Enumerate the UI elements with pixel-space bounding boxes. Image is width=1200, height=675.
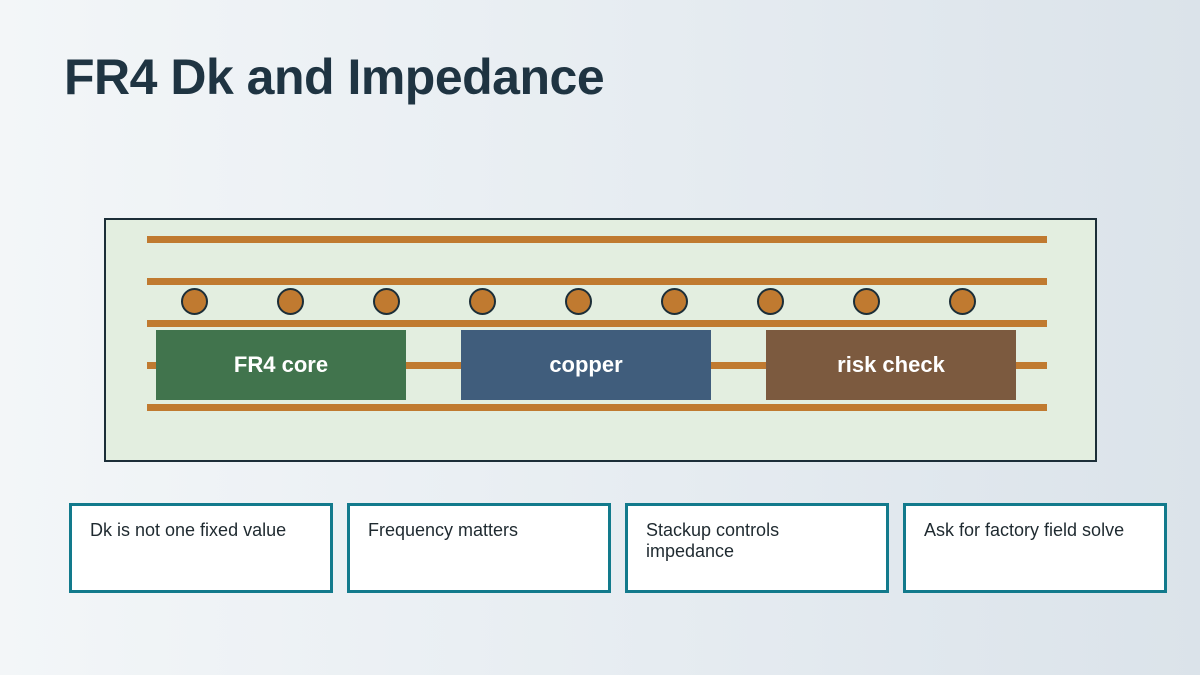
via-icon [757,288,784,315]
copper-trace [147,320,1047,327]
via-icon [565,288,592,315]
info-card: Dk is not one fixed value [69,503,333,593]
block-label: risk check [837,352,945,377]
info-card: Stackup controls impedance [625,503,889,593]
card-text: Stackup controls impedance [646,520,780,561]
via-icon [661,288,688,315]
block-copper: copper [461,330,711,400]
card-text: Frequency matters [368,520,519,540]
card-text: Dk is not one fixed value [90,520,287,540]
via-icon [469,288,496,315]
info-card: Frequency matters [347,503,611,593]
pcb-stackup-diagram: FR4 core copper risk check [104,218,1097,462]
page-title: FR4 Dk and Impedance [64,49,605,105]
via-icon [373,288,400,315]
block-risk-check: risk check [766,330,1016,400]
copper-trace [147,278,1047,285]
copper-trace [147,404,1047,411]
via-icon [181,288,208,315]
via-icon [277,288,304,315]
card-text: Ask for factory field solve [924,520,1125,540]
block-fr4-core: FR4 core [156,330,406,400]
info-card: Ask for factory field solve [903,503,1167,593]
block-label: copper [549,352,623,377]
block-label: FR4 core [233,352,329,377]
via-icon [949,288,976,315]
copper-trace [147,236,1047,243]
via-icon [853,288,880,315]
